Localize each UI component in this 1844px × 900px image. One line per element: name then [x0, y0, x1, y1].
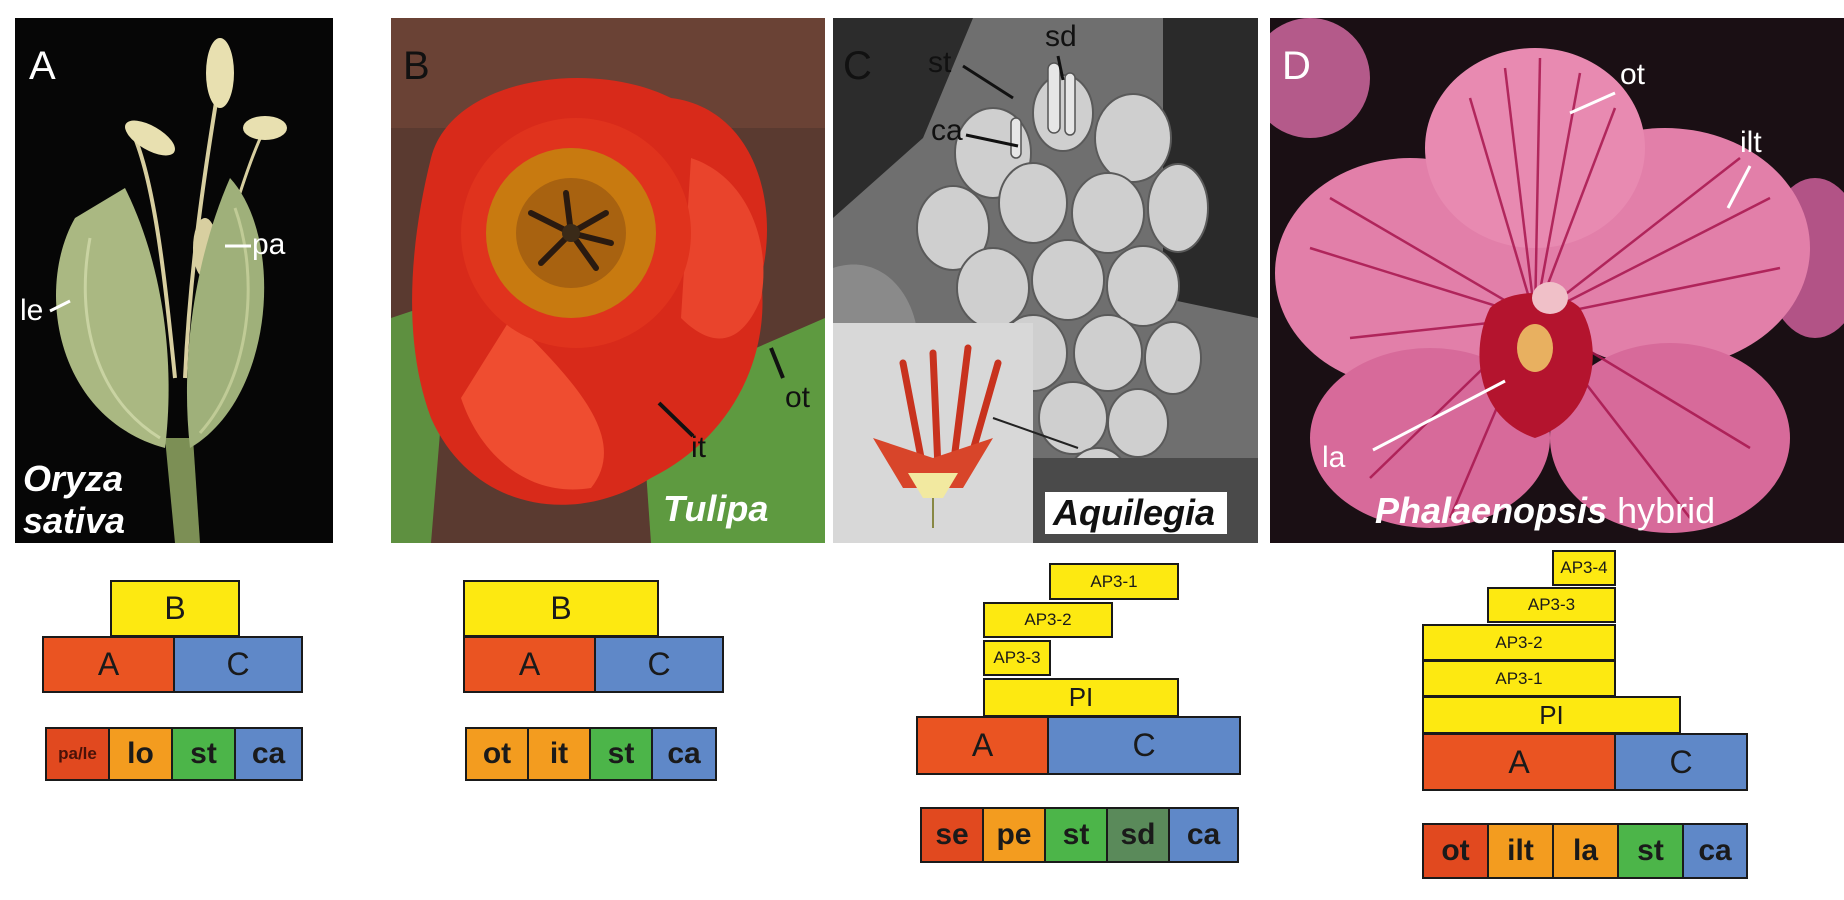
organ-ca-d: ca: [1682, 823, 1748, 879]
species-oryza-line1: Oryza: [23, 458, 124, 499]
gene-c-box-c: C: [1047, 716, 1241, 775]
label-ca-aquilegia: ca: [931, 114, 963, 147]
gene-c-box-a: C: [173, 636, 303, 693]
label-la-orchid: la: [1322, 441, 1346, 474]
panel-c-photo: C st sd ca Aquilegia: [833, 18, 1258, 543]
species-phalaenopsis-rest: hybrid: [1607, 490, 1716, 531]
gene-ap3-1-box-c: AP3-1: [1049, 563, 1179, 600]
gene-pi-box-c: PI: [983, 678, 1179, 717]
organ-st-d: st: [1617, 823, 1684, 879]
label-le: le: [20, 294, 44, 327]
gene-ap3-1-box-d: AP3-1: [1422, 660, 1616, 697]
phalaenopsis-illustration: [1270, 18, 1844, 543]
label-ot-orchid: ot: [1620, 58, 1646, 91]
organ-pe-c: pe: [982, 807, 1046, 863]
organ-st-a: st: [171, 727, 236, 781]
gene-ap3-2-box-d: AP3-2: [1422, 624, 1616, 661]
gene-ap3-2-box-c: AP3-2: [983, 602, 1113, 638]
panel-d-photo: D ot ilt la Phalaenopsis hybrid: [1270, 18, 1844, 543]
gene-a-box-a: A: [42, 636, 175, 693]
panel-a-photo: A pa le Oryza sativa: [15, 18, 333, 543]
panel-a-letter: A: [29, 44, 56, 88]
panel-b-photo: B ot it Tulipa: [391, 18, 825, 543]
gene-ap3-3-box-c: AP3-3: [983, 640, 1051, 676]
organ-ot-b: ot: [465, 727, 529, 781]
gene-a-box-c: A: [916, 716, 1049, 775]
organ-ca-a: ca: [234, 727, 303, 781]
species-oryza: Oryza sativa: [23, 458, 125, 542]
species-oryza-line2: sativa: [23, 500, 126, 541]
species-tulipa: Tulipa: [663, 488, 769, 529]
label-it-tulip: it: [691, 431, 706, 464]
organ-lo: lo: [108, 727, 173, 781]
gene-pi-box-d: PI: [1422, 696, 1681, 734]
organ-pa-le: pa/le: [45, 727, 110, 781]
label-sd-aquilegia: sd: [1045, 20, 1077, 53]
label-pa: pa: [252, 228, 286, 261]
organ-st-b: st: [589, 727, 653, 781]
organ-it-b: it: [527, 727, 591, 781]
organ-ca-c: ca: [1168, 807, 1239, 863]
organ-ot-d: ot: [1422, 823, 1489, 879]
gene-c-box-d: C: [1614, 733, 1748, 791]
gene-a-box-d: A: [1422, 733, 1616, 791]
species-phalaenopsis: Phalaenopsis hybrid: [1375, 490, 1715, 532]
rice-spikelet-illustration: [15, 18, 333, 543]
gene-a-box-b: A: [463, 636, 596, 693]
species-phalaenopsis-genus: Phalaenopsis: [1375, 490, 1608, 531]
gene-b-box-b: B: [463, 580, 659, 637]
panel-d-letter: D: [1282, 44, 1311, 88]
gene-b-box-a: B: [110, 580, 240, 637]
aquilegia-sem-illustration: [833, 18, 1258, 543]
panel-c-letter: C: [843, 44, 872, 88]
gene-ap3-3-box-d: AP3-3: [1487, 587, 1616, 623]
label-ilt-orchid: ilt: [1740, 126, 1762, 159]
organ-se-c: se: [920, 807, 984, 863]
organ-ilt-d: ilt: [1487, 823, 1554, 879]
gene-ap3-4-box-d: AP3-4: [1552, 550, 1616, 586]
gene-c-box-b: C: [594, 636, 724, 693]
organ-la-d: la: [1552, 823, 1619, 879]
label-ot-tulip: ot: [785, 381, 811, 414]
species-aquilegia: Aquilegia: [1045, 492, 1228, 534]
panel-b-letter: B: [403, 44, 430, 88]
organ-st-c: st: [1044, 807, 1108, 863]
organ-ca-b: ca: [651, 727, 717, 781]
tulip-illustration: [391, 18, 825, 543]
organ-sd-c: sd: [1106, 807, 1170, 863]
label-st-aquilegia: st: [928, 46, 952, 79]
